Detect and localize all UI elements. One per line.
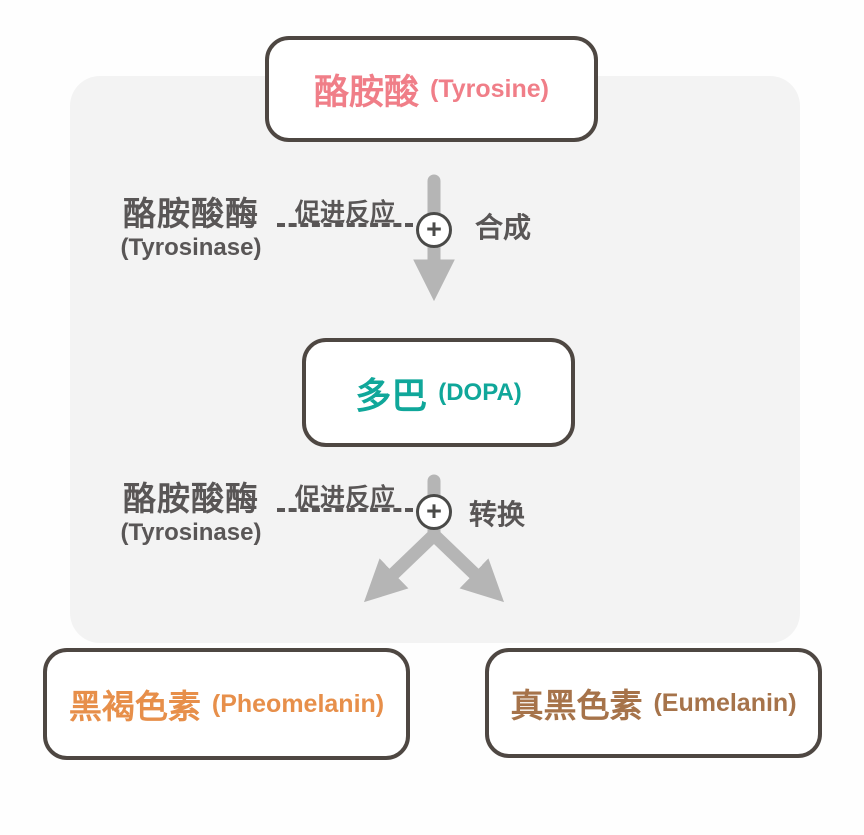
node-pheomelanin: 黑褐色素 (Pheomelanin) bbox=[43, 648, 410, 760]
dopa-label-zh: 多巴 bbox=[355, 374, 428, 416]
plus-circle-icon-2: + bbox=[416, 494, 452, 530]
eumelanin-label-zh: 真黑色素 bbox=[510, 687, 643, 724]
action-label-synthesis: 合成 bbox=[475, 212, 532, 243]
pheomelanin-label-en: (Pheomelanin) bbox=[211, 689, 385, 718]
enzyme-label-2-zh: 酪胺酸酶 bbox=[123, 480, 259, 517]
dashed-connector-2 bbox=[277, 508, 413, 512]
tyrosine-label-zh: 酪胺酸 bbox=[313, 72, 419, 112]
enzyme-label-1-zh: 酪胺酸酶 bbox=[123, 195, 259, 232]
dopa-label-en: (DOPA) bbox=[438, 378, 522, 406]
node-dopa: 多巴 (DOPA) bbox=[302, 338, 575, 447]
promote-label-2: 促进反应 bbox=[294, 484, 395, 512]
node-eumelanin: 真黑色素 (Eumelanin) bbox=[485, 648, 822, 758]
tyrosine-label-en: (Tyrosine) bbox=[430, 74, 549, 103]
node-tyrosine: 酪胺酸 (Tyrosine) bbox=[265, 36, 598, 142]
enzyme-label-2: 酪胺酸酶 (Tyrosinase) bbox=[110, 480, 272, 547]
enzyme-label-1-en: (Tyrosinase) bbox=[120, 234, 262, 262]
eumelanin-label-en: (Eumelanin) bbox=[653, 688, 797, 717]
enzyme-label-2-en: (Tyrosinase) bbox=[120, 519, 262, 547]
plus-sign-2: + bbox=[426, 495, 442, 526]
promote-label-1: 促进反应 bbox=[294, 199, 395, 227]
plus-sign-1: + bbox=[426, 213, 442, 244]
dashed-connector-1 bbox=[277, 223, 413, 227]
enzyme-label-1: 酪胺酸酶 (Tyrosinase) bbox=[110, 195, 272, 262]
plus-circle-icon-1: + bbox=[416, 212, 452, 248]
action-label-conversion: 转换 bbox=[469, 499, 526, 530]
pheomelanin-label-zh: 黑褐色素 bbox=[68, 688, 201, 725]
